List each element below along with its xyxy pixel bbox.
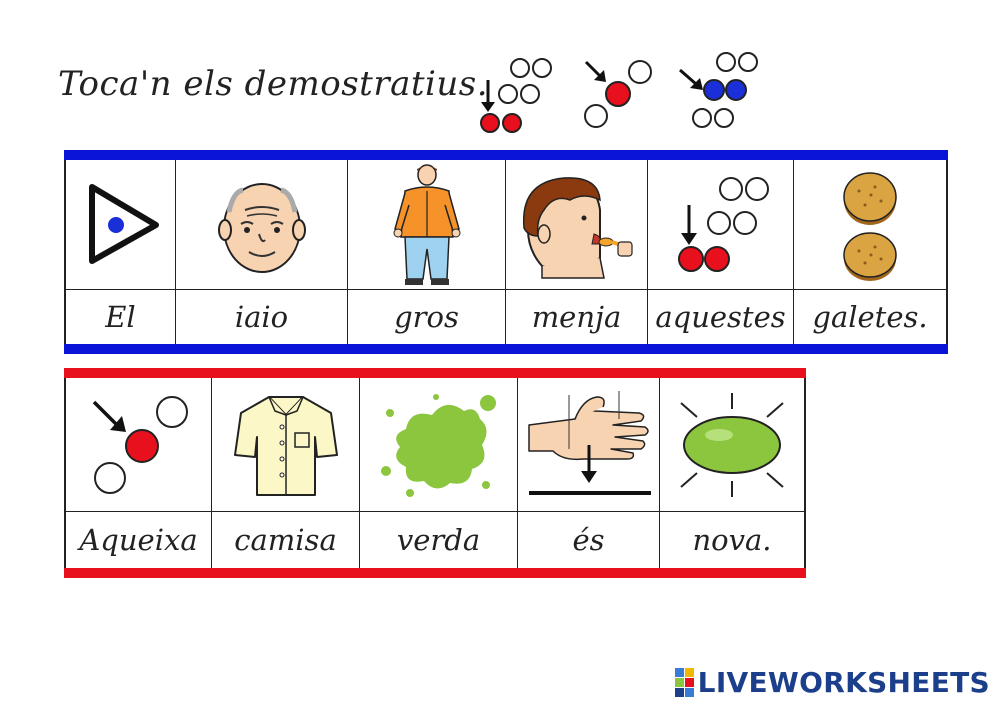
cell-menja[interactable]: menja (506, 160, 648, 344)
page-title: Toca'n els demostratius. (58, 64, 489, 104)
cell-es[interactable]: és (518, 378, 660, 568)
hand-down-arrow-icon (527, 391, 651, 495)
strip-1-top-band (64, 150, 948, 160)
cell-iaio[interactable]: iaio (176, 160, 348, 344)
word-nova: nova. (660, 511, 804, 568)
fat-man-icon (393, 164, 460, 285)
demonstrative-far-header-icon[interactable] (676, 48, 766, 134)
boy-eating-icon (522, 177, 633, 279)
new-shining-oval-icon (680, 393, 784, 497)
strip-1-bottom-band (64, 344, 948, 354)
word-camisa: camisa (212, 511, 359, 568)
demonstrative-plural-near-icon (677, 177, 769, 272)
cell-camisa[interactable]: camisa (212, 378, 360, 568)
strip-2-top-band (64, 368, 806, 378)
cell-verda[interactable]: verda (360, 378, 518, 568)
demonstrative-middle-icon (92, 396, 188, 494)
green-splash-icon (380, 394, 496, 497)
demonstrative-near-header-icon[interactable] (474, 52, 564, 138)
liveworksheets-logo: LIVEWORKSHEETS (674, 666, 990, 699)
word-menja: menja (506, 289, 647, 344)
word-gros: gros (348, 289, 505, 344)
cookies-icon (843, 172, 897, 281)
cell-nova[interactable]: nova. (660, 378, 804, 568)
word-aquestes: aquestes (648, 289, 793, 344)
demonstrative-middle-header-icon[interactable] (580, 54, 660, 134)
determiner-triangle-icon (88, 184, 159, 264)
sentence-strip-2: Aqueixa camisa (64, 368, 806, 578)
word-verda: verda (360, 511, 517, 568)
strip-2-bottom-band (64, 568, 806, 578)
cell-galetes[interactable]: galetes. (794, 160, 946, 344)
cell-el[interactable]: El (66, 160, 176, 344)
cell-gros[interactable]: gros (348, 160, 506, 344)
grandfather-face-icon (217, 183, 306, 273)
shirt-icon (233, 396, 338, 496)
liveworksheets-mark-icon (674, 668, 694, 697)
liveworksheets-logo-text: LIVEWORKSHEETS (697, 666, 990, 699)
word-aqueixa: Aqueixa (66, 511, 211, 568)
word-iaio: iaio (176, 289, 347, 344)
word-es: és (518, 511, 659, 568)
sentence-strip-1: El i (64, 150, 948, 354)
word-el: El (66, 289, 175, 344)
word-galetes: galetes. (794, 289, 946, 344)
cell-aquestes[interactable]: aquestes (648, 160, 794, 344)
cell-aqueixa[interactable]: Aqueixa (66, 378, 212, 568)
